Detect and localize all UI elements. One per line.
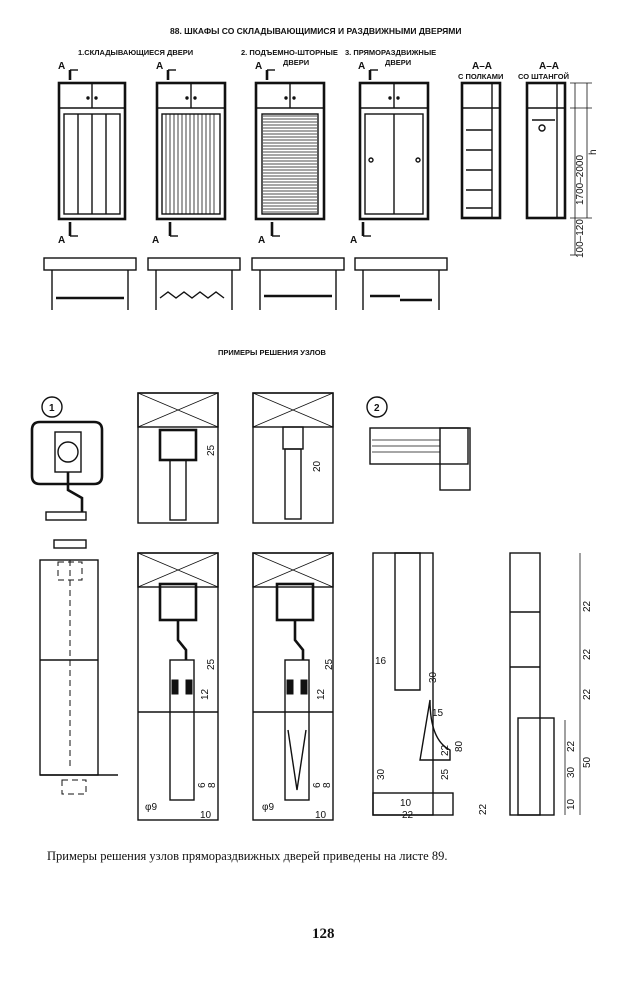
- rdim-50: 50: [582, 756, 593, 768]
- dim-8-r: 8: [322, 782, 333, 788]
- node-marker-1-text: 1: [49, 403, 55, 414]
- plan-views: [43, 257, 448, 310]
- dim-15: 15: [432, 708, 444, 719]
- section-mark-2: А–А: [539, 61, 559, 72]
- dim-25-r: 25: [324, 658, 335, 670]
- right-dim-lines: [564, 553, 581, 815]
- wardrobe-sliding: [358, 81, 430, 221]
- height-dim-h: h: [588, 149, 599, 155]
- height-dim-base: 100–120: [575, 219, 586, 258]
- node-bottom-right: [252, 552, 334, 821]
- dim-25-top: 25: [206, 444, 217, 456]
- dim-6-l: 6: [197, 782, 208, 788]
- dim-10-c: 10: [400, 798, 412, 809]
- node-marker-1: [41, 396, 63, 418]
- sec-letter-4t: А: [358, 61, 365, 72]
- dim-phi9-r: φ9: [262, 802, 274, 813]
- section-markers: [68, 69, 378, 237]
- section-label-2: СО ШТАНГОЙ: [518, 72, 569, 81]
- right-section: [509, 552, 555, 816]
- section-mark-1: А–А: [472, 61, 492, 72]
- rdim-22-1: 22: [582, 600, 593, 612]
- sec-letter-2b: А: [152, 235, 159, 246]
- dim-80: 80: [454, 740, 465, 752]
- node-1-detail: [30, 420, 118, 795]
- type-2-label-line1: 2. ПОДЪЕМНО-ШТОРНЫЕ: [241, 48, 338, 57]
- dim-8-l: 8: [207, 782, 218, 788]
- dim-6-r: 6: [312, 782, 323, 788]
- section-label-1: С ПОЛКАМИ: [458, 72, 503, 81]
- type-3-label-line1: 3. ПРЯМОРАЗДВИЖНЫЕ: [345, 48, 436, 57]
- dim-10-r: 10: [315, 810, 327, 821]
- dim-30-b: 30: [376, 768, 387, 780]
- sec-letter-1t: А: [58, 61, 65, 72]
- dim-10-l: 10: [200, 810, 212, 821]
- dim-25-l: 25: [206, 658, 217, 670]
- node-marker-2-text: 2: [374, 403, 380, 414]
- node-bottom-left: [137, 552, 219, 821]
- sec-letter-4b: А: [350, 235, 357, 246]
- top-knobs: [86, 96, 400, 100]
- dim-16: 16: [375, 656, 387, 667]
- rdim-30: 30: [566, 766, 577, 778]
- height-dimension: [570, 82, 592, 256]
- caption: Примеры решения узлов прямораздвижных дв…: [47, 849, 447, 863]
- dim-22-b: 22: [402, 810, 414, 821]
- subtitle: ПРИМЕРЫ РЕШЕНИЯ УЗЛОВ: [218, 348, 327, 357]
- sec-letter-2t: А: [156, 61, 163, 72]
- node-top-right: [252, 392, 334, 524]
- rdim-22-3: 22: [582, 688, 593, 700]
- dim-25-d: 25: [440, 768, 451, 780]
- sec-letter-1b: А: [58, 235, 65, 246]
- rdim-22-2: 22: [582, 648, 593, 660]
- rdim-10: 10: [566, 798, 577, 810]
- section-with-shelves: [460, 81, 502, 220]
- dim-22-c: 22: [478, 803, 489, 815]
- node-marker-2: [366, 396, 388, 418]
- wardrobe-folding: [57, 81, 127, 221]
- rdim-22-4: 22: [566, 740, 577, 752]
- type-1-label: 1.СКЛАДЫВАЮЩИЕСЯ ДВЕРИ: [78, 48, 193, 57]
- type-3-label-line2: ДВЕРИ: [385, 58, 411, 67]
- dim-phi9-l: φ9: [145, 802, 157, 813]
- height-dim-range: 1700–2000: [575, 155, 586, 205]
- dim-12-r: 12: [316, 688, 327, 700]
- dim-22-a: 22: [440, 744, 451, 756]
- sheet-title: 88. ШКАФЫ СО СКЛАДЫВАЮЩИМИСЯ И РАЗДВИЖНЫ…: [170, 26, 461, 36]
- node-2-section: [372, 552, 454, 816]
- type-2-label-line2: ДВЕРИ: [283, 58, 309, 67]
- dim-12-l: 12: [200, 688, 211, 700]
- wardrobe-folding-pleated: [155, 81, 227, 221]
- node-2-detail: [369, 427, 471, 491]
- sec-letter-3b: А: [258, 235, 265, 246]
- page-number: 128: [312, 926, 335, 942]
- node-top-left: [137, 392, 219, 524]
- wardrobe-roller-shutter: [254, 81, 326, 221]
- section-with-rod: [525, 81, 567, 220]
- dim-30-a: 30: [428, 671, 439, 683]
- dim-20-top: 20: [312, 460, 323, 472]
- sec-letter-3t: А: [255, 61, 262, 72]
